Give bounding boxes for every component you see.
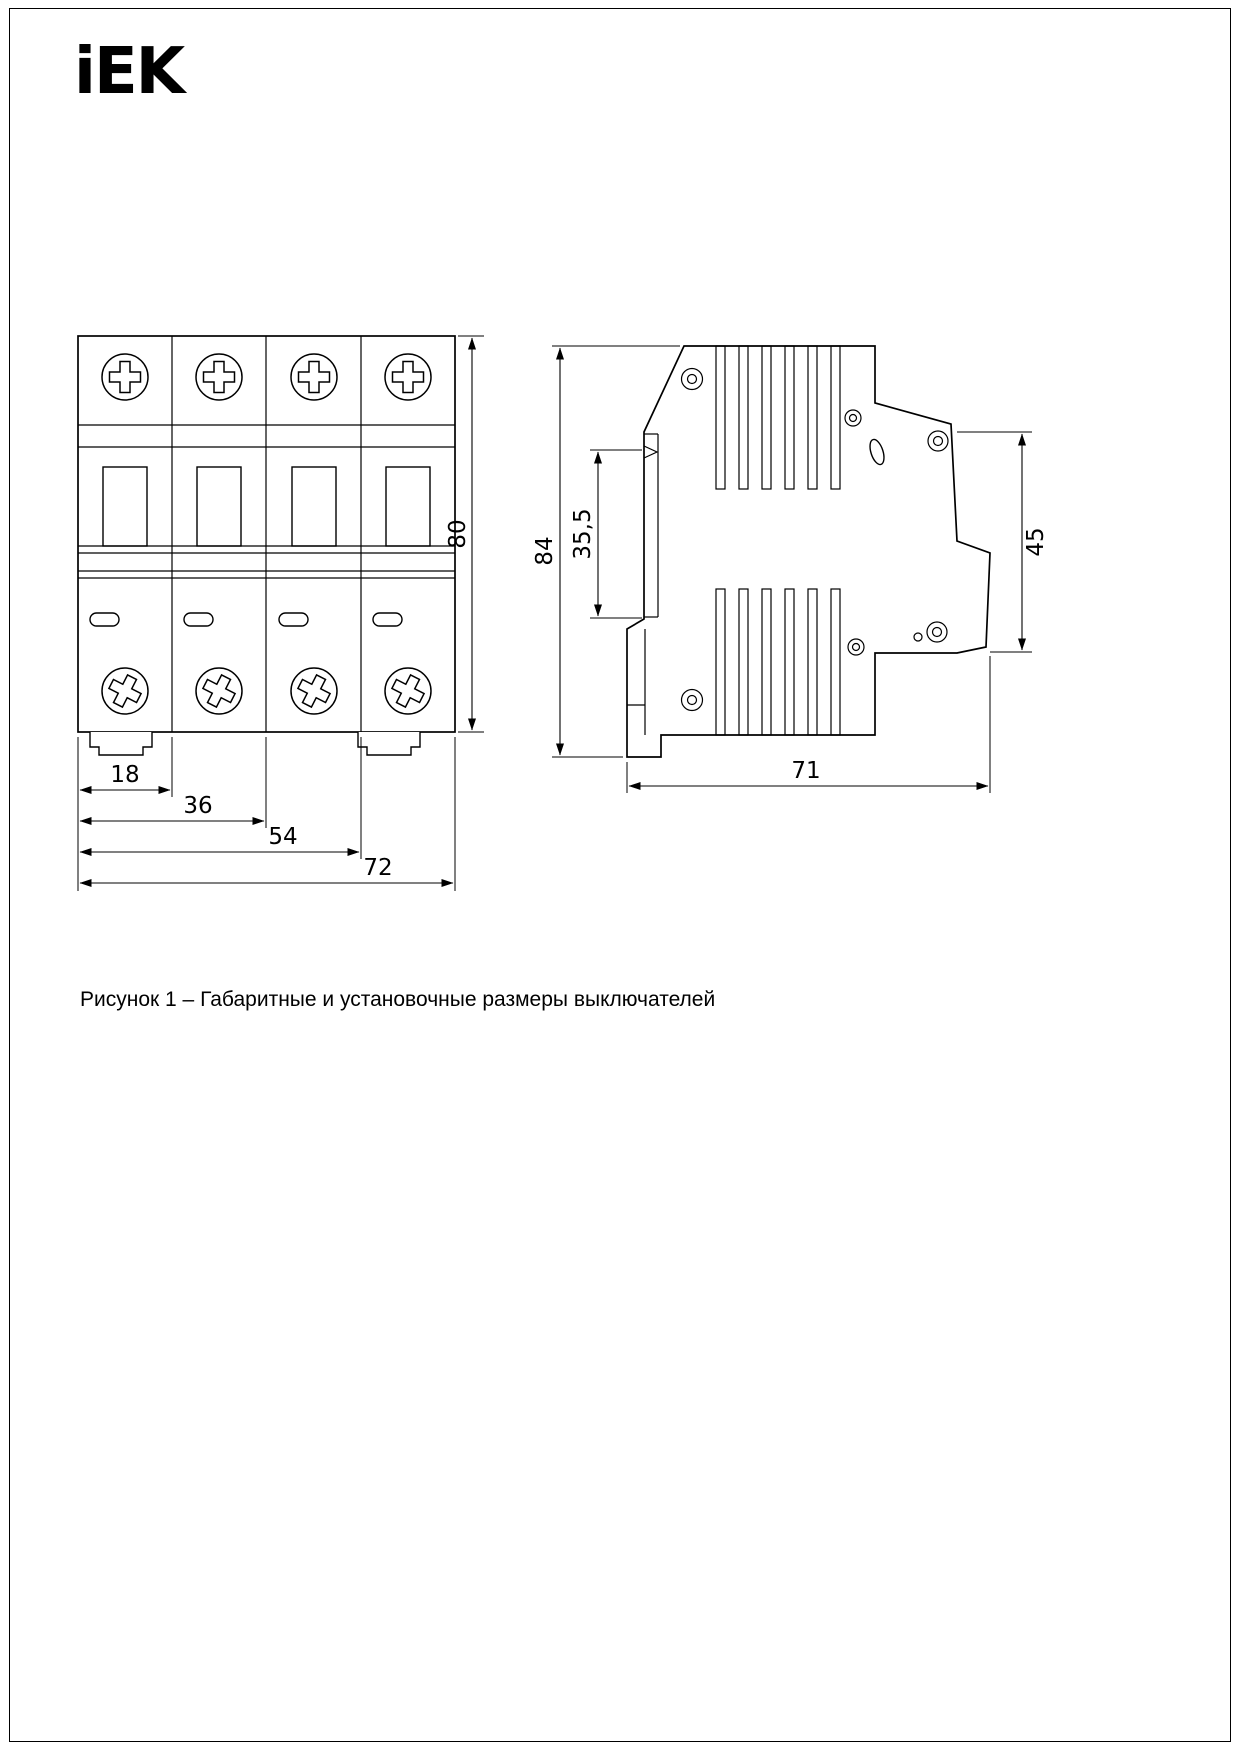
dim-label-71: 71 xyxy=(791,758,820,784)
indicator-windows xyxy=(89,612,403,627)
dim-label-54: 54 xyxy=(268,824,297,850)
dim-label-84: 84 xyxy=(532,536,558,565)
side-view xyxy=(626,345,991,758)
screw-terminal-bottom xyxy=(101,667,432,715)
dim-label-36: 36 xyxy=(183,793,212,819)
din-clips xyxy=(89,732,421,756)
front-view-dimensions: 80 18 36 54 72 xyxy=(77,335,484,891)
dim-label-35-5: 35,5 xyxy=(570,508,596,559)
rivets xyxy=(680,367,949,712)
dim-label-18: 18 xyxy=(110,762,139,788)
iek-logo: iEK xyxy=(74,35,185,109)
dim-label-72: 72 xyxy=(363,855,392,881)
toggle-handles xyxy=(102,466,431,547)
figure-caption: Рисунок 1 – Габаритные и установочные ра… xyxy=(80,988,716,1011)
fins-bottom xyxy=(715,588,841,736)
fins-top xyxy=(715,345,841,490)
front-view xyxy=(77,335,456,756)
tie-bar xyxy=(78,545,455,579)
dim-label-45: 45 xyxy=(1023,527,1049,556)
side-view-dimensions: 84 35,5 45 71 xyxy=(532,345,1049,793)
dim-label-80: 80 xyxy=(445,519,471,548)
